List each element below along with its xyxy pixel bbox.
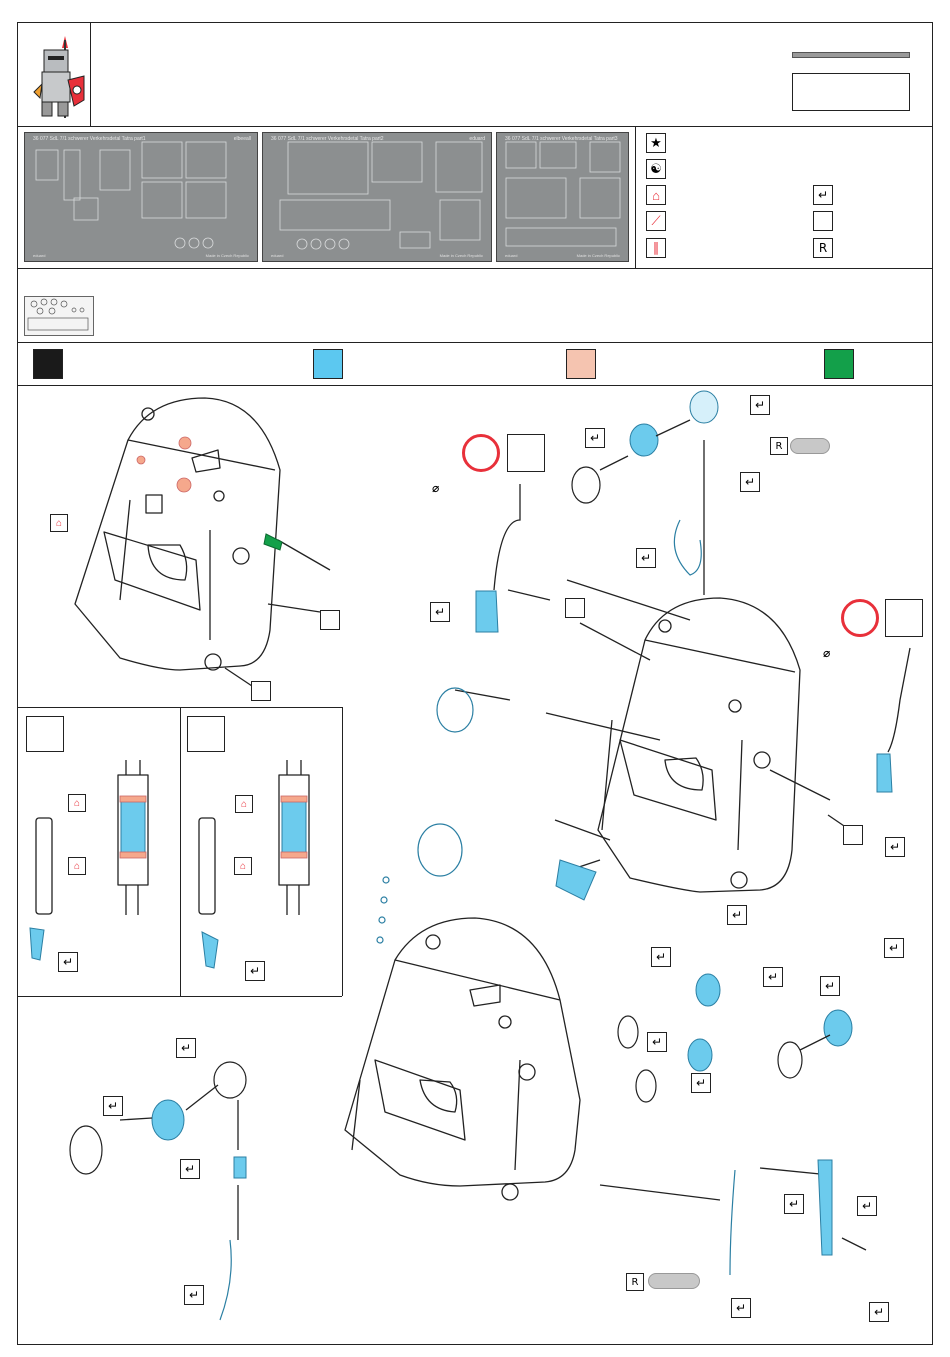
legend-check-icon: ↵ [813, 185, 833, 205]
color-swatch-green [824, 349, 854, 379]
check-icon-21: ↵ [184, 1285, 204, 1305]
page-frame [17, 22, 933, 1345]
bend-icon-callout-2: ⌂ [68, 794, 86, 812]
check-icon-22: ↵ [731, 1298, 751, 1318]
check-icon-4: ↵ [636, 548, 656, 568]
header-divider [90, 22, 91, 126]
color-swatch-pink [566, 349, 596, 379]
check-icon-17: ↵ [103, 1096, 123, 1116]
r-marker-icon-1: R [770, 437, 788, 455]
bend-icon: ⌂ [646, 185, 666, 205]
sheet-1-title: 36 077 SdL 7/1 schwerer Verkehrsdetal Ta… [33, 136, 146, 142]
header-label-box [792, 73, 910, 111]
check-icon-12: ↵ [763, 967, 783, 987]
color-swatch-blue [313, 349, 343, 379]
header-bar [792, 52, 910, 58]
step-box-5 [507, 434, 545, 472]
check-icon-2: ↵ [585, 428, 605, 448]
r-marker-icon-2: R [626, 1273, 644, 1291]
inset-top-rule [17, 707, 342, 708]
check-icon-11: ↵ [884, 938, 904, 958]
check-icon-19: ↵ [784, 1194, 804, 1214]
check-icon-15: ↵ [691, 1073, 711, 1093]
yin-yang-icon: ☯ [646, 159, 666, 179]
red-circle-marker-1 [462, 434, 500, 472]
check-icon-7: ↵ [727, 905, 747, 925]
sheet-1-foot: eduard [33, 253, 46, 258]
inset-step-box-a [26, 716, 64, 752]
check-icon-9: ↵ [245, 961, 265, 981]
sheet-2-tag: eduard [469, 136, 485, 142]
sheet-2-foot-right: Made in Czech Republic [439, 253, 483, 258]
sheet-3-foot: eduard [505, 253, 518, 258]
rolled-icon: ∥ [646, 238, 666, 258]
sheet-1-tag: elbeeall [233, 136, 251, 142]
sheet-3-title: 36 077 SdL 7/1 schwerer Verkehrsdetal Ta… [505, 136, 618, 142]
check-icon-5: ↵ [430, 602, 450, 622]
cut-icon: ⟋ [646, 211, 666, 231]
check-icon-23: ↵ [869, 1302, 889, 1322]
bend-icon-callout-4: ⌂ [235, 795, 253, 813]
check-icon-1: ↵ [750, 395, 770, 415]
check-icon-10: ↵ [651, 947, 671, 967]
step-box-6 [885, 599, 923, 637]
check-icon-8: ↵ [58, 952, 78, 972]
step-box-2 [251, 681, 271, 701]
star-icon: ★ [646, 133, 666, 153]
inset-divider [180, 707, 181, 996]
bend-icon-callout-3: ⌂ [68, 857, 86, 875]
step-box-1 [320, 610, 340, 630]
red-circle-marker-2 [841, 599, 879, 637]
bend-icon-callout-5: ⌂ [234, 857, 252, 875]
check-icon-3: ↵ [740, 472, 760, 492]
step-box-3 [565, 598, 585, 618]
legend-r-icon: R [813, 238, 833, 258]
sheet-1-foot-right: Made in Czech Republic [205, 253, 249, 258]
diameter-symbol-2: ⌀ [823, 646, 831, 660]
sheets-bottom-rule [17, 268, 933, 269]
r-marker-pill-1 [790, 438, 830, 454]
thumb-bottom-rule [17, 342, 933, 343]
color-swatch-black [33, 349, 63, 379]
step-box-4 [843, 825, 863, 845]
diameter-symbol-1: ⌀ [432, 481, 440, 495]
check-icon-13: ↵ [820, 976, 840, 996]
check-icon-16: ↵ [176, 1038, 196, 1058]
header-bottom-rule [17, 126, 933, 127]
check-icon-14: ↵ [647, 1032, 667, 1052]
legend-divider [635, 126, 636, 268]
check-icon-18: ↵ [180, 1159, 200, 1179]
r-marker-pill-2 [648, 1273, 700, 1289]
legend-empty-box [813, 211, 833, 231]
inset-right-rule [342, 707, 343, 996]
bend-icon-callout-1: ⌂ [50, 514, 68, 532]
inset-bottom-rule [17, 996, 342, 997]
swatch-bottom-rule [17, 385, 933, 386]
inset-step-box-b [187, 716, 225, 752]
sheet-2-foot: eduard [271, 253, 284, 258]
check-icon-20: ↵ [857, 1196, 877, 1216]
sheet-3-foot-right: Made in Czech Republic [576, 253, 620, 258]
sheet-2-title: 36 077 SdL 7/1 schwerer Verkehrsdetal Ta… [271, 136, 384, 142]
check-icon-6: ↵ [885, 837, 905, 857]
